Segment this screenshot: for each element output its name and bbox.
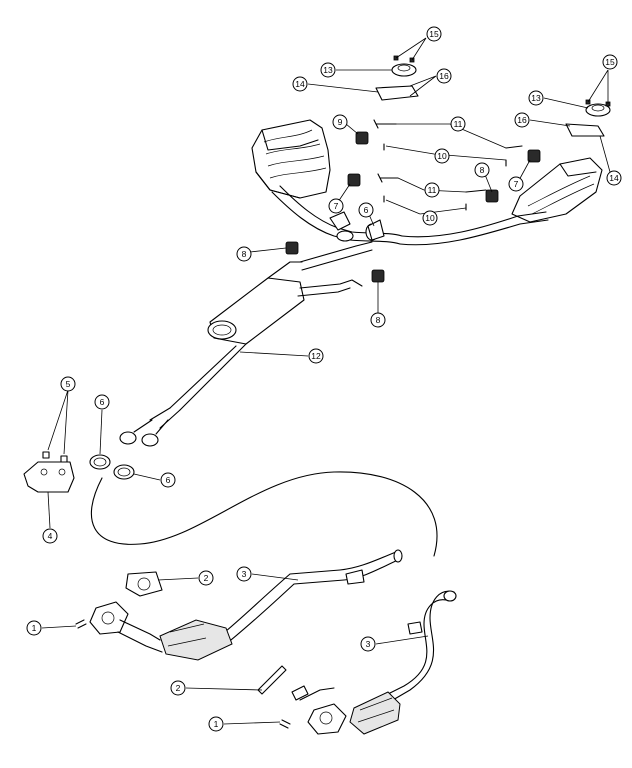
svg-text:5: 5	[66, 379, 71, 389]
callout-11-upper: 11	[450, 116, 466, 132]
callout-12: 12	[308, 348, 324, 364]
svg-text:3: 3	[366, 639, 371, 649]
svg-text:10: 10	[425, 213, 435, 223]
callout-3-upper: 3	[236, 566, 252, 582]
callout-2-lower: 2	[170, 680, 186, 696]
svg-text:10: 10	[437, 151, 447, 161]
svg-text:7: 7	[334, 201, 339, 211]
callout-7-left: 7	[328, 198, 344, 214]
callout-14-left: 14	[292, 76, 308, 92]
leader-lines	[41, 37, 611, 725]
svg-text:2: 2	[176, 683, 181, 693]
callout-8-lower: 8	[370, 312, 386, 328]
svg-text:11: 11	[428, 185, 437, 195]
svg-text:7: 7	[514, 179, 519, 189]
catalytic-converter-right	[299, 687, 401, 735]
svg-text:3: 3	[242, 569, 247, 579]
callout-13-right: 13	[528, 90, 544, 106]
svg-text:1: 1	[32, 623, 37, 633]
callout-6-upper: 6	[358, 202, 374, 218]
svg-text:6: 6	[364, 205, 369, 215]
callout-1-upper: 1	[26, 620, 42, 636]
callout-10-lower: 10	[422, 210, 438, 226]
callout-7-right: 7	[508, 176, 524, 192]
catalytic-converter-left	[89, 571, 233, 661]
tailpipe-assembly	[271, 185, 549, 271]
callout-3-lower: 3	[360, 636, 376, 652]
callout-15-right: 15	[602, 54, 618, 70]
callout-9: 9	[332, 114, 348, 130]
svg-text:16: 16	[439, 71, 449, 81]
rear-muffler-right	[511, 157, 603, 223]
isolators	[285, 131, 541, 283]
svg-text:6: 6	[166, 475, 171, 485]
svg-text:9: 9	[338, 117, 343, 127]
callout-6-left: 6	[94, 394, 110, 410]
callout-16-left: 16	[436, 68, 452, 84]
svg-text:14: 14	[295, 79, 305, 89]
callout-11-lower: 11	[424, 182, 440, 198]
gaskets	[257, 665, 309, 701]
svg-text:4: 4	[48, 531, 53, 541]
svg-text:8: 8	[242, 249, 247, 259]
callout-6-lower: 6	[160, 472, 176, 488]
hanger-mount-right	[565, 99, 611, 137]
callout-5: 5	[60, 376, 76, 392]
hanger-mount-left	[375, 55, 419, 101]
svg-text:14: 14	[609, 173, 619, 183]
callout-2-upper: 2	[198, 570, 214, 586]
front-pipe-right-bank	[379, 590, 457, 705]
svg-text:11: 11	[454, 119, 463, 129]
svg-text:6: 6	[100, 397, 105, 407]
svg-text:16: 16	[517, 115, 527, 125]
resonator	[119, 261, 363, 447]
callout-15-left: 15	[426, 26, 442, 42]
bolts-and-hangers	[373, 119, 523, 211]
studs	[75, 619, 291, 729]
callout-13-left: 13	[320, 62, 336, 78]
svg-text:12: 12	[311, 351, 321, 361]
callout-4: 4	[42, 528, 58, 544]
svg-text:13: 13	[531, 93, 541, 103]
svg-text:13: 13	[323, 65, 333, 75]
rear-muffler-left	[251, 119, 331, 199]
svg-text:15: 15	[429, 29, 439, 39]
svg-text:8: 8	[376, 315, 381, 325]
front-pipe-left-bank	[219, 549, 403, 645]
svg-text:2: 2	[204, 573, 209, 583]
callout-8-right: 8	[474, 162, 490, 178]
svg-text:8: 8	[480, 165, 485, 175]
callout-8-left: 8	[236, 246, 252, 262]
connector-curve	[90, 471, 438, 557]
heat-shield-bracket	[23, 451, 75, 493]
callout-14-right: 14	[606, 170, 622, 186]
callout-1-lower: 1	[208, 716, 224, 732]
svg-text:1: 1	[214, 719, 219, 729]
callout-10-upper: 10	[434, 148, 450, 164]
callout-16-right: 16	[514, 112, 530, 128]
svg-text:15: 15	[605, 57, 615, 67]
